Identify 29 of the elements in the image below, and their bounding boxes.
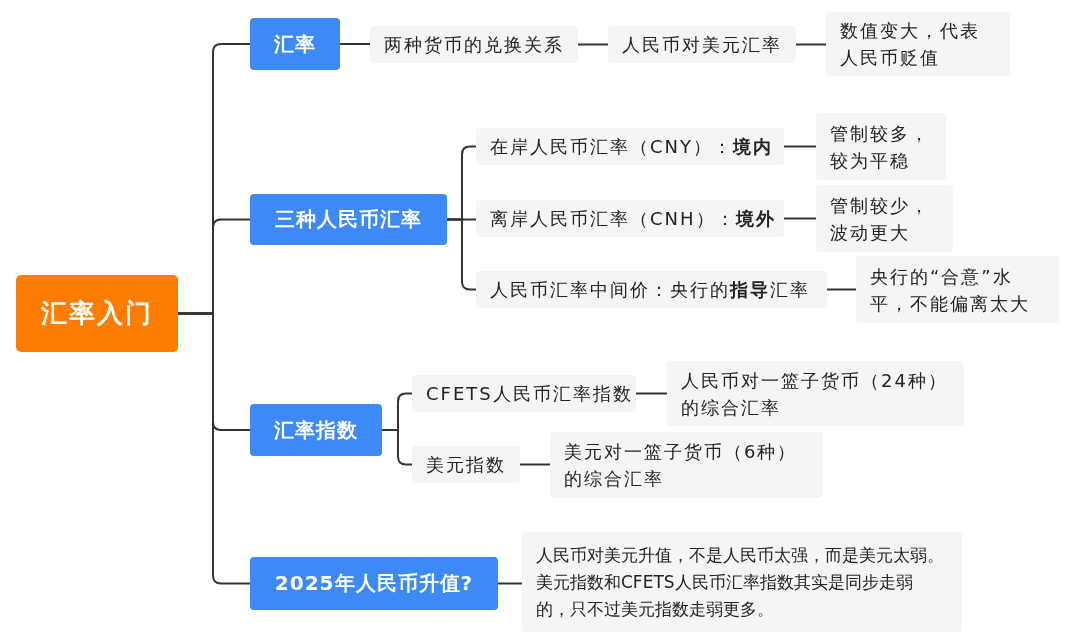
connector-line (635, 392, 668, 395)
subtopic-box: 数值变大，代表人民币贬值 (826, 12, 1010, 76)
subtopic-box: 央行的“合意”水平，不能偏离太大 (856, 256, 1059, 323)
subtopic-box: 人民币对一篮子货币（24种）的综合汇率 (667, 361, 964, 426)
subtopic-box: 离岸人民币汇率（CNH）：境外 (476, 200, 784, 237)
connector-line (519, 463, 551, 466)
connector-line (177, 312, 251, 585)
connector-line (795, 43, 827, 46)
subtopic-box: 人民币汇率中间价：央行的指导汇率 (476, 271, 827, 308)
subtopic-box: CFETS人民币汇率指数 (412, 375, 636, 412)
topic-box: 汇率指数 (250, 404, 382, 456)
subtopic-box: 人民币对美元汇率 (608, 26, 796, 63)
connector-line (497, 582, 523, 585)
subtopic-box: 两种货币的兑换关系 (370, 26, 578, 63)
topic-box: 汇率 (250, 18, 340, 70)
topic-box: 2025年人民币升值? (250, 557, 498, 610)
subtopic-box: 美元对一篮子货币（6种）的综合汇率 (550, 432, 823, 498)
subtopic-box: 美元指数 (412, 446, 520, 483)
subtopic-box: 在岸人民币汇率（CNY）：境内 (476, 128, 784, 165)
subtopic-box: 管制较多，较为平稳 (816, 113, 946, 180)
subtopic-box: 管制较少，波动更大 (816, 185, 953, 252)
connector-line (783, 145, 817, 148)
connector-line (783, 217, 817, 220)
subtopic-box: 人民币对美元升值，不是人民币太强，而是美元太弱。美元指数和CFETS人民币汇率指数其实是同步走弱的，只不过美元指数走弱更多。 (522, 532, 962, 632)
root-topic-box: 汇率入门 (16, 275, 178, 352)
connector-line (577, 43, 609, 46)
topic-box: 三种人民币汇率 (250, 194, 447, 245)
connector-line (826, 288, 857, 291)
connector-line (339, 43, 371, 45)
